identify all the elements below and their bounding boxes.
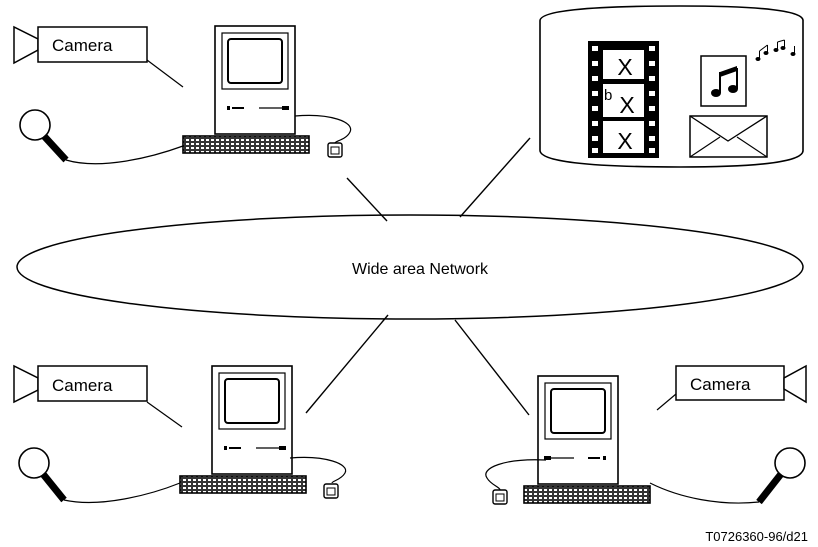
music-notes-icon [755,39,796,61]
frame-mark: X [617,54,632,80]
microphone-icon [19,109,184,165]
camera-icon [13,25,148,65]
link-top-left [346,177,388,222]
mouse-icon [485,459,547,505]
station-top-left: Camera [13,25,352,165]
music-note-icon [700,55,747,107]
microphone-icon [18,447,181,504]
envelope-icon [689,115,768,158]
media-store: X X X b [539,5,804,168]
figure-id: T0726360-96/d21 [705,529,808,544]
network-label: Wide area Network [352,261,489,278]
camera-icon [13,364,148,404]
frame-mark: X [619,92,634,118]
computer-icon [179,365,307,494]
link-bottom-left [305,314,389,414]
computer-icon [182,25,310,154]
mouse-icon [289,456,347,499]
frame-mark: X [617,128,632,154]
microphone-icon [649,447,806,505]
film-strip-icon [588,41,659,158]
camera-label: Camera [690,375,751,394]
computer-icon [523,375,651,504]
frame-annotation: b [604,87,612,104]
link-bottom-right [454,319,530,416]
camera-label: Camera [52,36,113,55]
camera-icon [675,364,807,404]
station-bottom-right: Camera [485,364,807,505]
link-media-store [459,137,531,218]
wide-area-network-ellipse [16,214,804,320]
camera-label: Camera [52,376,113,395]
mouse-icon [294,114,352,158]
station-bottom-left: Camera [13,364,347,504]
